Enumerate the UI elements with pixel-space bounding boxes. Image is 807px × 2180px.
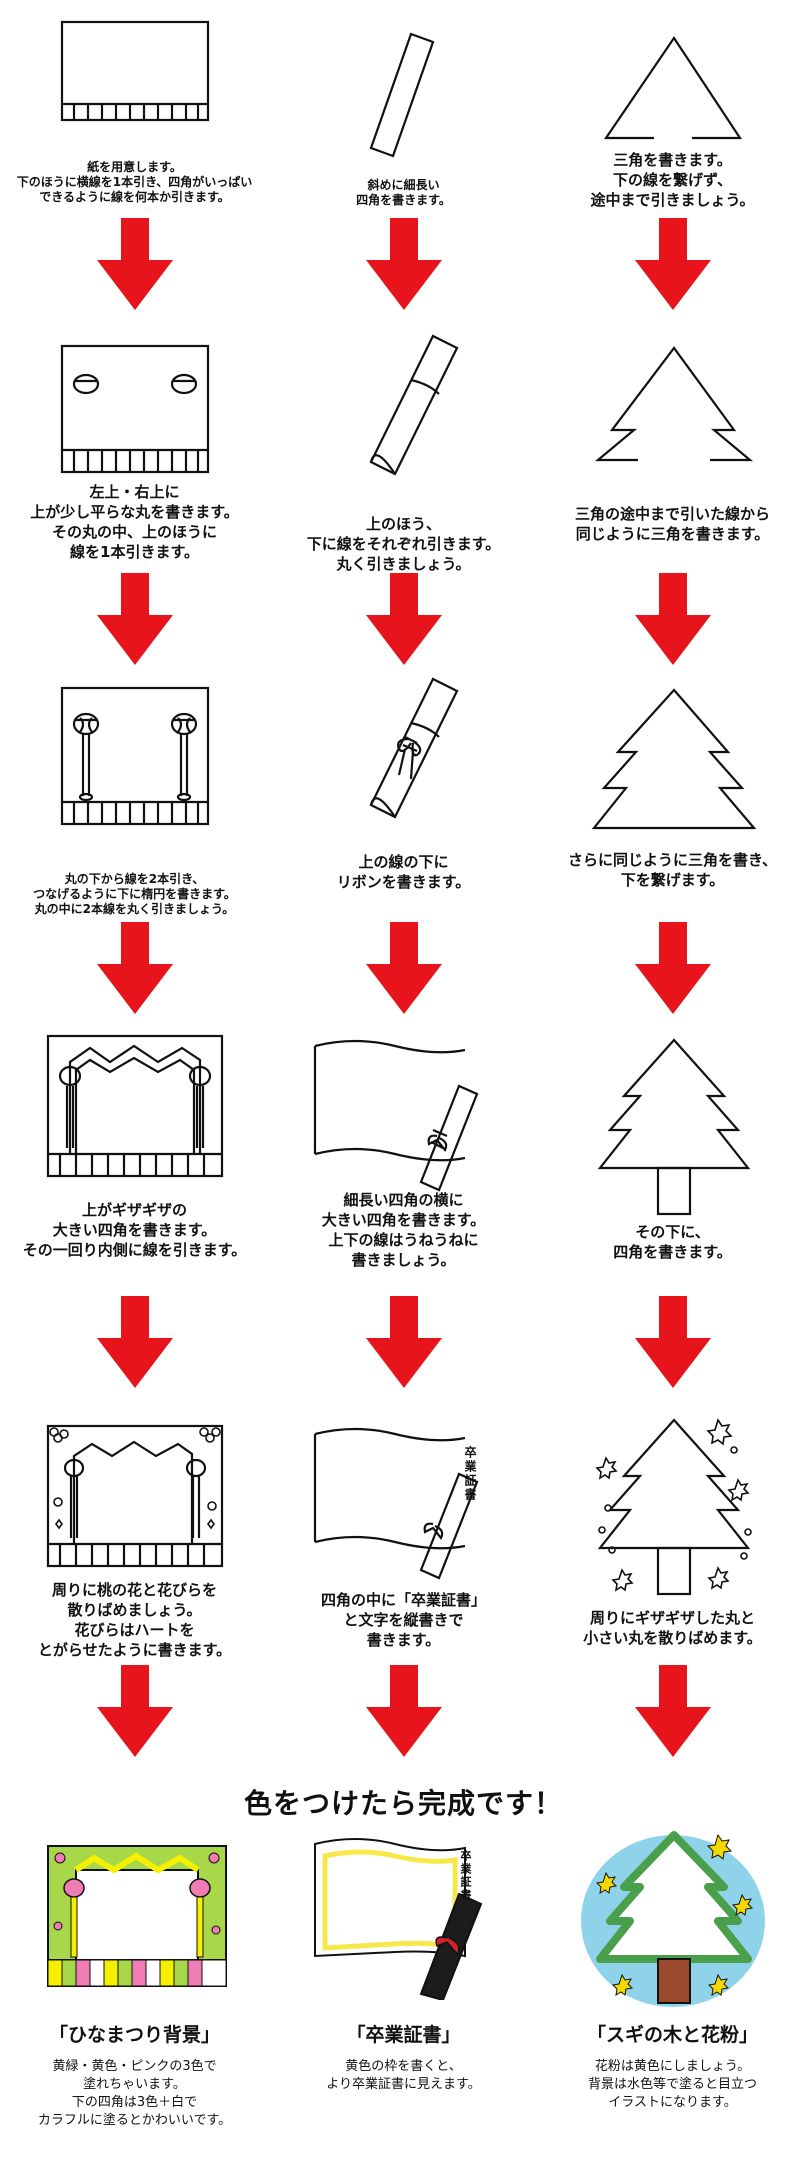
tree-step2-caption: 三角の途中まで引いた線から 同じように三角を書きます。: [542, 504, 803, 544]
hina-step4-drawing: [40, 1030, 230, 1180]
arrow-down-icon: [97, 218, 173, 310]
arrow-down-icon: [366, 1296, 442, 1388]
cert-step1-drawing: [309, 20, 499, 160]
cert-final-title: 「卒業証書」: [269, 2020, 538, 2047]
arrow-down-icon: [635, 1296, 711, 1388]
cert-final-caption: 黄色の枠を書くと、 より卒業証書に見えます。: [273, 2058, 534, 2094]
arrow-down-icon: [366, 1665, 442, 1757]
arrow-down-icon: [635, 922, 711, 1014]
arrow-down-icon: [97, 1296, 173, 1388]
hina-step3-caption: 丸の下から線を2本引き、 つなげるように下に楕円を書きます。 丸の中に2本線を丸…: [4, 872, 265, 917]
hina-step1-drawing: [40, 12, 230, 124]
cert-step2-caption: 上のほう、 下に線をそれぞれ引きます。 丸く引きましょう。: [273, 514, 534, 574]
arrow-down-icon: [366, 573, 442, 665]
tree-step4-caption: その下に、 四角を書きます。: [542, 1222, 803, 1262]
cert-step4-caption: 細長い四角の横に 大きい四角を書きます。 上下の線はうねうねに 書きましょう。: [273, 1190, 534, 1270]
tree-step3-drawing: [578, 678, 768, 838]
hina-final-caption: 黄緑・黄色・ピンクの3色で 塗れちゃいます。 下の四角は3色＋白で カラフルに塗…: [4, 2058, 265, 2130]
tree-final-caption: 花粉は黄色にしましょう。 背景は水色等で塗ると目立つ イラストになります。: [542, 2058, 803, 2112]
hina-step4-caption: 上がギザギザの 大きい四角を書きます。 その一回り内側に線を引きます。: [4, 1200, 265, 1260]
tree-step2-drawing: [578, 330, 768, 490]
cert-step3-drawing: [309, 665, 499, 835]
hina-final-illustration: [42, 1840, 232, 1990]
tree-final-title: 「スギの木と花粉」: [538, 2020, 807, 2047]
tree-step1-drawing: [578, 22, 768, 142]
hina-step1-caption: 紙を用意します。 下のほうに横線を1本引き、四角がいっぱい できるように線を何本…: [4, 160, 265, 205]
cert-step1-caption: 斜めに細長い 四角を書きます。: [273, 178, 534, 208]
arrow-down-icon: [97, 1665, 173, 1757]
arrow-down-icon: [97, 922, 173, 1014]
cert-final-vertical-text: 卒業証書: [459, 1850, 472, 1902]
cert-step5-caption: 四角の中に「卒業証書」 と文字を縦書きで 書きます。: [273, 1590, 534, 1650]
tree-step5-caption: 周りにギザギザした丸と 小さい丸を散りばめます。: [542, 1608, 803, 1648]
hina-final-title: 「ひなまつり背景」: [0, 2020, 269, 2047]
tree-final-illustration: [578, 1825, 768, 2010]
hina-step2-caption: 左上・右上に 上が少し平らな丸を書きます。 その丸の中、上のほうに 線を1本引き…: [4, 482, 265, 562]
hina-step3-drawing: [40, 680, 230, 830]
tree-step5-drawing: [578, 1410, 768, 1605]
cert-final-illustration: 卒業証書: [309, 1830, 499, 2000]
arrow-down-icon: [97, 573, 173, 665]
tree-step3-caption: さらに同じように三角を書き、 下を繋げます。: [542, 850, 803, 890]
cert-vertical-text: 卒業証書: [463, 1446, 477, 1502]
cert-step5-drawing: 卒業証書: [309, 1420, 499, 1580]
arrow-down-icon: [635, 218, 711, 310]
arrow-down-icon: [366, 922, 442, 1014]
hina-step2-drawing: [40, 338, 230, 478]
cert-step2-drawing: [309, 322, 499, 492]
hina-step5-caption: 周りに桃の花と花びらを 散りばめましょう。 花びらはハートを とがらせたように書…: [4, 1580, 265, 1660]
arrow-down-icon: [635, 573, 711, 665]
tree-step4-drawing: [578, 1030, 768, 1220]
completion-heading: 色をつけたら完成です！: [0, 1782, 807, 1822]
tree-step1-caption: 三角を書きます。 下の線を繋げず、 途中まで引きましょう。: [542, 150, 803, 210]
cert-step4-drawing: [309, 1032, 499, 1192]
arrow-down-icon: [635, 1665, 711, 1757]
arrow-down-icon: [366, 218, 442, 310]
hina-step5-drawing: [40, 1420, 230, 1570]
cert-step3-caption: 上の線の下に リボンを書きます。: [273, 852, 534, 892]
